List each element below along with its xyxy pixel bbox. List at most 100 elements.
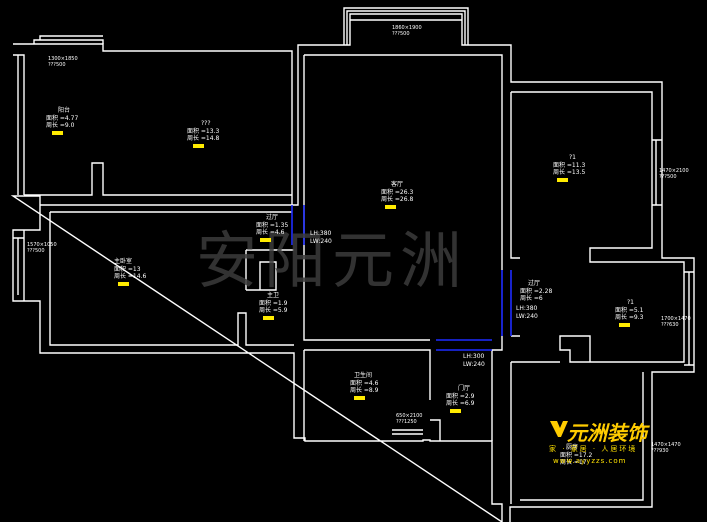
room-perimeter: 周长 =13.5 [553, 169, 586, 176]
room-area: 面积 =13 [114, 265, 141, 273]
door-dim-7: 650×2100 ???1250 [396, 413, 422, 425]
watermark-text: 安阳元洲 [196, 224, 469, 297]
room-name: 过厅 [266, 214, 279, 221]
room-southeast: ?1 面积 =5.1 周长 =9.3 [615, 299, 643, 327]
window-size: 1470×2100 [659, 168, 689, 174]
room-area: 面积 =4.6 [350, 379, 379, 387]
opening-height: LH:380 [516, 305, 538, 312]
openings-blue [291, 205, 512, 351]
room-perimeter: 周长 =17 [560, 459, 587, 466]
room-area: 面积 =4.77 [46, 114, 79, 122]
window-sill: ???630 [661, 322, 679, 328]
window-sill: ???500 [48, 62, 66, 68]
window-sill: ???500 [27, 248, 45, 254]
room-name: 主卫 [267, 292, 280, 299]
room-perimeter: 周长 =5.9 [259, 307, 288, 314]
walls [10, 7, 695, 522]
room-tag [263, 315, 274, 320]
room-perimeter: 周长 =14.6 [114, 273, 147, 280]
window-size: 1300×1850 [48, 56, 78, 62]
room-name: 卫生间 [354, 372, 373, 379]
wall-bath-s [303, 349, 431, 441]
room-perimeter: 周长 =9.3 [615, 314, 644, 321]
window-size: 1700×1470 [661, 316, 691, 322]
room-area: 面积 =2.28 [520, 287, 553, 295]
opening-width: LW:240 [516, 313, 538, 320]
room-area: 面积 =2.9 [446, 392, 475, 400]
room-living: 客厅 面积 =26.3 周长 =26.8 [381, 181, 413, 209]
logo-url: www.ayyzzs.com [553, 457, 627, 465]
room-bedroom-east: ?1 面积 =11.3 周长 =13.5 [553, 154, 585, 182]
opening-label-1: LH:380 LW:240 [310, 230, 332, 246]
wall-master-top [40, 204, 292, 213]
room-hall-west: 过厅 面积 =1.35 周长 =4.6 [256, 214, 288, 242]
wall-balcony [24, 162, 292, 196]
door-size: 650×2100 [396, 413, 423, 419]
window-right-1 [652, 139, 662, 206]
room-name: 阳台 [58, 107, 71, 114]
window-sill: ???930 [651, 448, 669, 454]
room-tag [260, 237, 271, 242]
logo-mark-icon [550, 421, 568, 437]
window-sill: ???500 [392, 31, 410, 37]
window-right-2 [684, 271, 694, 366]
opening-line-2 [501, 270, 512, 336]
room-name: ??? [201, 120, 211, 127]
wall-living-bottom [491, 336, 503, 441]
wall-bath-w [245, 249, 294, 291]
room-area: 面积 =13.3 [187, 127, 220, 135]
room-perimeter: 周长 =4.6 [256, 229, 285, 236]
wall-master-inner [49, 212, 294, 346]
window-size: 1860×1900 [392, 25, 422, 31]
window-bay-left [13, 230, 25, 301]
opening-label-3: LH:300 LW:240 [463, 353, 485, 369]
room-perimeter: 周长 =9.0 [46, 122, 75, 129]
opening-width: LW:240 [310, 238, 332, 245]
room-perimeter: 周长 =14.8 [187, 135, 220, 142]
window-sill: ???500 [659, 174, 677, 180]
room-tag [354, 395, 365, 400]
outer-wall [10, 13, 695, 522]
window-bay-top [343, 7, 469, 45]
opening-line-1 [291, 205, 305, 245]
room-entry: 门厅 面积 =2.9 周长 =6.9 [446, 385, 474, 413]
logo-tagline: 家 · 家居 · 人居环境 [549, 445, 638, 453]
window-dim-4: 1470×2100 ???500 [659, 168, 689, 180]
wall-east-rooms [510, 91, 685, 363]
room-name: ?1 [627, 299, 635, 306]
window-size: 1570×1050 [27, 242, 57, 248]
room-area: 面积 =11.3 [553, 161, 586, 169]
window-dim-1: 1300×1850 ???500 [48, 56, 78, 68]
room-area: 面积 =17.2 [560, 451, 593, 459]
room-perimeter: 周长 =6 [520, 295, 543, 302]
room-tag [118, 281, 129, 286]
window-dim-2: 1860×1900 ???500 [392, 25, 422, 37]
room-tag [450, 408, 461, 413]
window-dim-5: 1700×1470 ???630 [661, 316, 691, 328]
company-logo: 元洲装饰 家 · 家居 · 人居环境 www.ayyzzs.com [549, 417, 654, 477]
opening-label-2: LH:380 LW:240 [516, 305, 538, 321]
room-area: 面积 =1.9 [259, 299, 288, 307]
room-tag [557, 177, 568, 182]
room-tag [619, 322, 630, 327]
room-perimeter: 周长 =8.9 [350, 387, 379, 394]
window-size: 1470×1470 [651, 442, 681, 448]
opening-width: LW:240 [463, 361, 485, 368]
room-tag [52, 130, 63, 135]
balcony-rail-left [13, 54, 25, 195]
room-name: 厨房 [566, 444, 579, 451]
room-hall-east: 过厅 面积 =2.28 周长 =6 [520, 280, 552, 303]
balcony-rail-top [33, 35, 104, 44]
room-name: 门厅 [458, 385, 471, 392]
room-name: 主卧室 [114, 258, 133, 265]
room-master-bedroom: 主卧室 面积 =13 周长 =14.6 [114, 258, 146, 286]
room-bath-west: 主卫 面积 =1.9 周长 =5.9 [259, 292, 287, 320]
door-sill: ???1250 [396, 419, 417, 425]
room-perimeter: 周长 =6.9 [446, 400, 475, 407]
wall-kitchen [510, 361, 644, 504]
wall-stub [430, 419, 441, 441]
opening-height: LH:300 [463, 353, 485, 360]
room-tag [193, 143, 204, 148]
opening-height: LH:380 [310, 230, 332, 237]
